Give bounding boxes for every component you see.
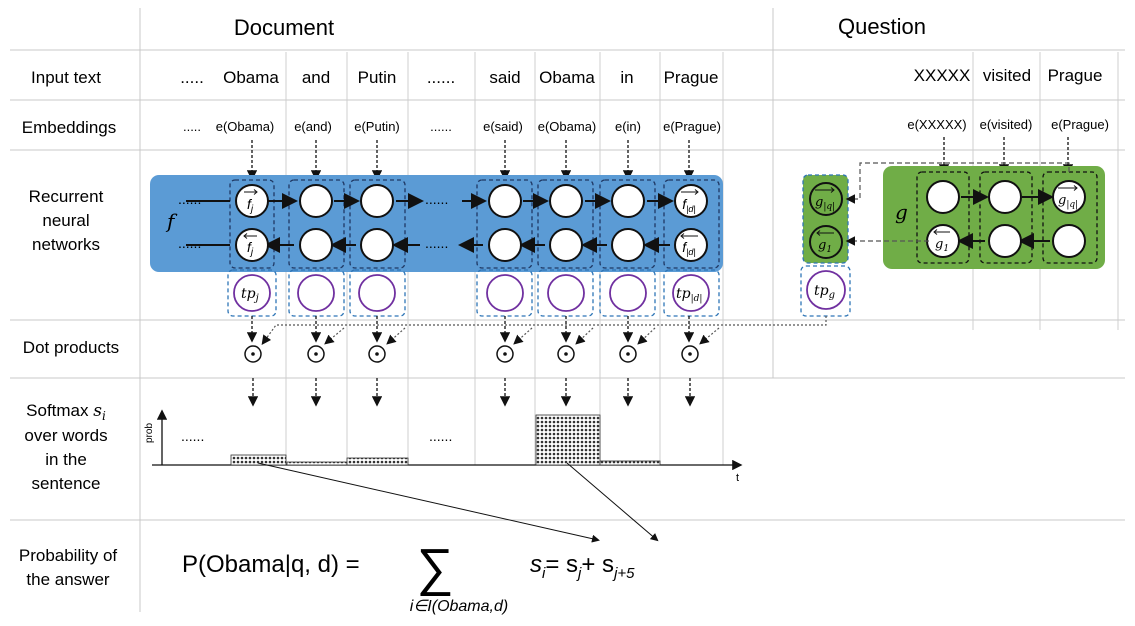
question-rnn-g-label: g: [895, 200, 908, 224]
row-labels: Input text Embeddings Recurrent neural n…: [19, 68, 119, 589]
doc-word: said: [489, 68, 520, 87]
svg-text:g|q|: g|q|: [1058, 193, 1078, 210]
row-label-softmax-1: Softmax si: [26, 401, 106, 423]
plot-ellipsis-1: ......: [181, 428, 204, 444]
doc-ellipsis-2: ......: [427, 68, 455, 87]
svg-text:g|q|: g|q|: [815, 195, 835, 212]
softmax-bar: [286, 461, 348, 466]
svg-text:g1: g1: [818, 238, 832, 255]
row-label-softmax-3: in the: [45, 450, 87, 469]
document-words: ..... Obama and Putin ...... said Obama …: [180, 68, 718, 87]
question-word: visited: [983, 66, 1031, 85]
softmax-bar: [230, 454, 287, 466]
doc-word: Obama: [223, 68, 279, 87]
softmax-bar: [535, 414, 601, 466]
row-label-input-text: Input text: [31, 68, 101, 87]
rnn-ellipsis-mid-bwd: ......: [425, 235, 448, 251]
probability-formula: P(Obama|q, d) = ∑ i∈I(Obama,d) si= sj+ s…: [182, 539, 635, 615]
doc-word: Putin: [358, 68, 397, 87]
svg-text:f|d|: f|d|: [682, 196, 696, 214]
x-axis-label: t: [736, 472, 739, 484]
softmax-bar: [599, 460, 661, 466]
doc-embedding-ellipsis: ......: [430, 119, 452, 134]
question-embedding: e(visited): [980, 117, 1033, 132]
tp-d-label: tp|d|: [676, 286, 702, 304]
dot-products: [244, 316, 827, 407]
doc-word: and: [302, 68, 330, 87]
row-label-embeddings: Embeddings: [22, 118, 117, 137]
question-summary: g|q| g1 tpg: [800, 162, 1070, 317]
rnn-ellipsis-bwd: ......: [178, 235, 201, 251]
doc-embedding: e(said): [483, 119, 523, 134]
document-header: Document: [234, 15, 334, 40]
doc-embedding: e(in): [615, 119, 641, 134]
question-embedding: e(Prague): [1051, 117, 1109, 132]
question-embeddings: e(XXXXX) e(visited) e(Prague): [907, 117, 1109, 132]
row-label-softmax-4: sentence: [32, 474, 101, 493]
row-label-rnn-2: neural: [42, 211, 89, 230]
doc-word: in: [620, 68, 633, 87]
rnn-ellipsis-fwd: ......: [178, 191, 201, 207]
tp-j-label: tpj: [241, 286, 259, 304]
doc-embedding: e(and): [294, 119, 332, 134]
svg-text:fj: fj: [247, 239, 254, 258]
doc-embedding: e(Obama): [538, 119, 597, 134]
plot-ellipsis-2: ......: [429, 428, 452, 444]
row-label-rnn-1: Recurrent: [29, 187, 104, 206]
document-rnn: f: [150, 175, 723, 272]
svg-text:f|d|: f|d|: [682, 239, 696, 257]
softmax-chart: prob t ...... ......: [144, 409, 743, 543]
formula-sum-index: i∈I(Obama,d): [410, 598, 508, 615]
formula-rhs: si= sj+ sj+5: [530, 551, 635, 582]
row-label-prob-1: Probability of: [19, 546, 118, 565]
embedding-arrows: [246, 137, 1074, 181]
doc-embedding-ellipsis: .....: [183, 119, 201, 134]
question-words: XXXXX visited Prague: [914, 66, 1103, 85]
doc-ellipsis-1: .....: [180, 68, 204, 87]
row-label-prob-2: the answer: [26, 570, 109, 589]
svg-text:fj: fj: [247, 196, 254, 215]
doc-word: Prague: [664, 68, 719, 87]
doc-embedding: e(Putin): [354, 119, 400, 134]
document-tp-nodes: tpj tp|d|: [227, 269, 720, 317]
svg-text:g1: g1: [935, 237, 949, 254]
row-label-rnn-3: networks: [32, 235, 100, 254]
row-label-dot-products: Dot products: [23, 338, 119, 357]
svg-text:tpg: tpg: [814, 283, 835, 301]
doc-embedding: e(Obama): [216, 119, 275, 134]
question-rnn: g g|q| g1: [883, 166, 1105, 269]
doc-embedding: e(Prague): [663, 119, 721, 134]
formula-sum-symbol: ∑: [416, 539, 453, 597]
question-word: Prague: [1048, 66, 1103, 85]
softmax-bar: [346, 457, 409, 466]
y-axis-label: prob: [144, 423, 155, 443]
document-embeddings: ..... e(Obama) e(and) e(Putin) ...... e(…: [183, 119, 721, 134]
question-word: XXXXX: [914, 66, 971, 85]
question-embedding: e(XXXXX): [907, 117, 966, 132]
question-header: Question: [838, 14, 926, 39]
formula-lhs: P(Obama|q, d) =: [182, 551, 360, 578]
row-label-softmax-2: over words: [24, 426, 107, 445]
rnn-ellipsis-mid-fwd: ......: [425, 191, 448, 207]
doc-word: Obama: [539, 68, 595, 87]
